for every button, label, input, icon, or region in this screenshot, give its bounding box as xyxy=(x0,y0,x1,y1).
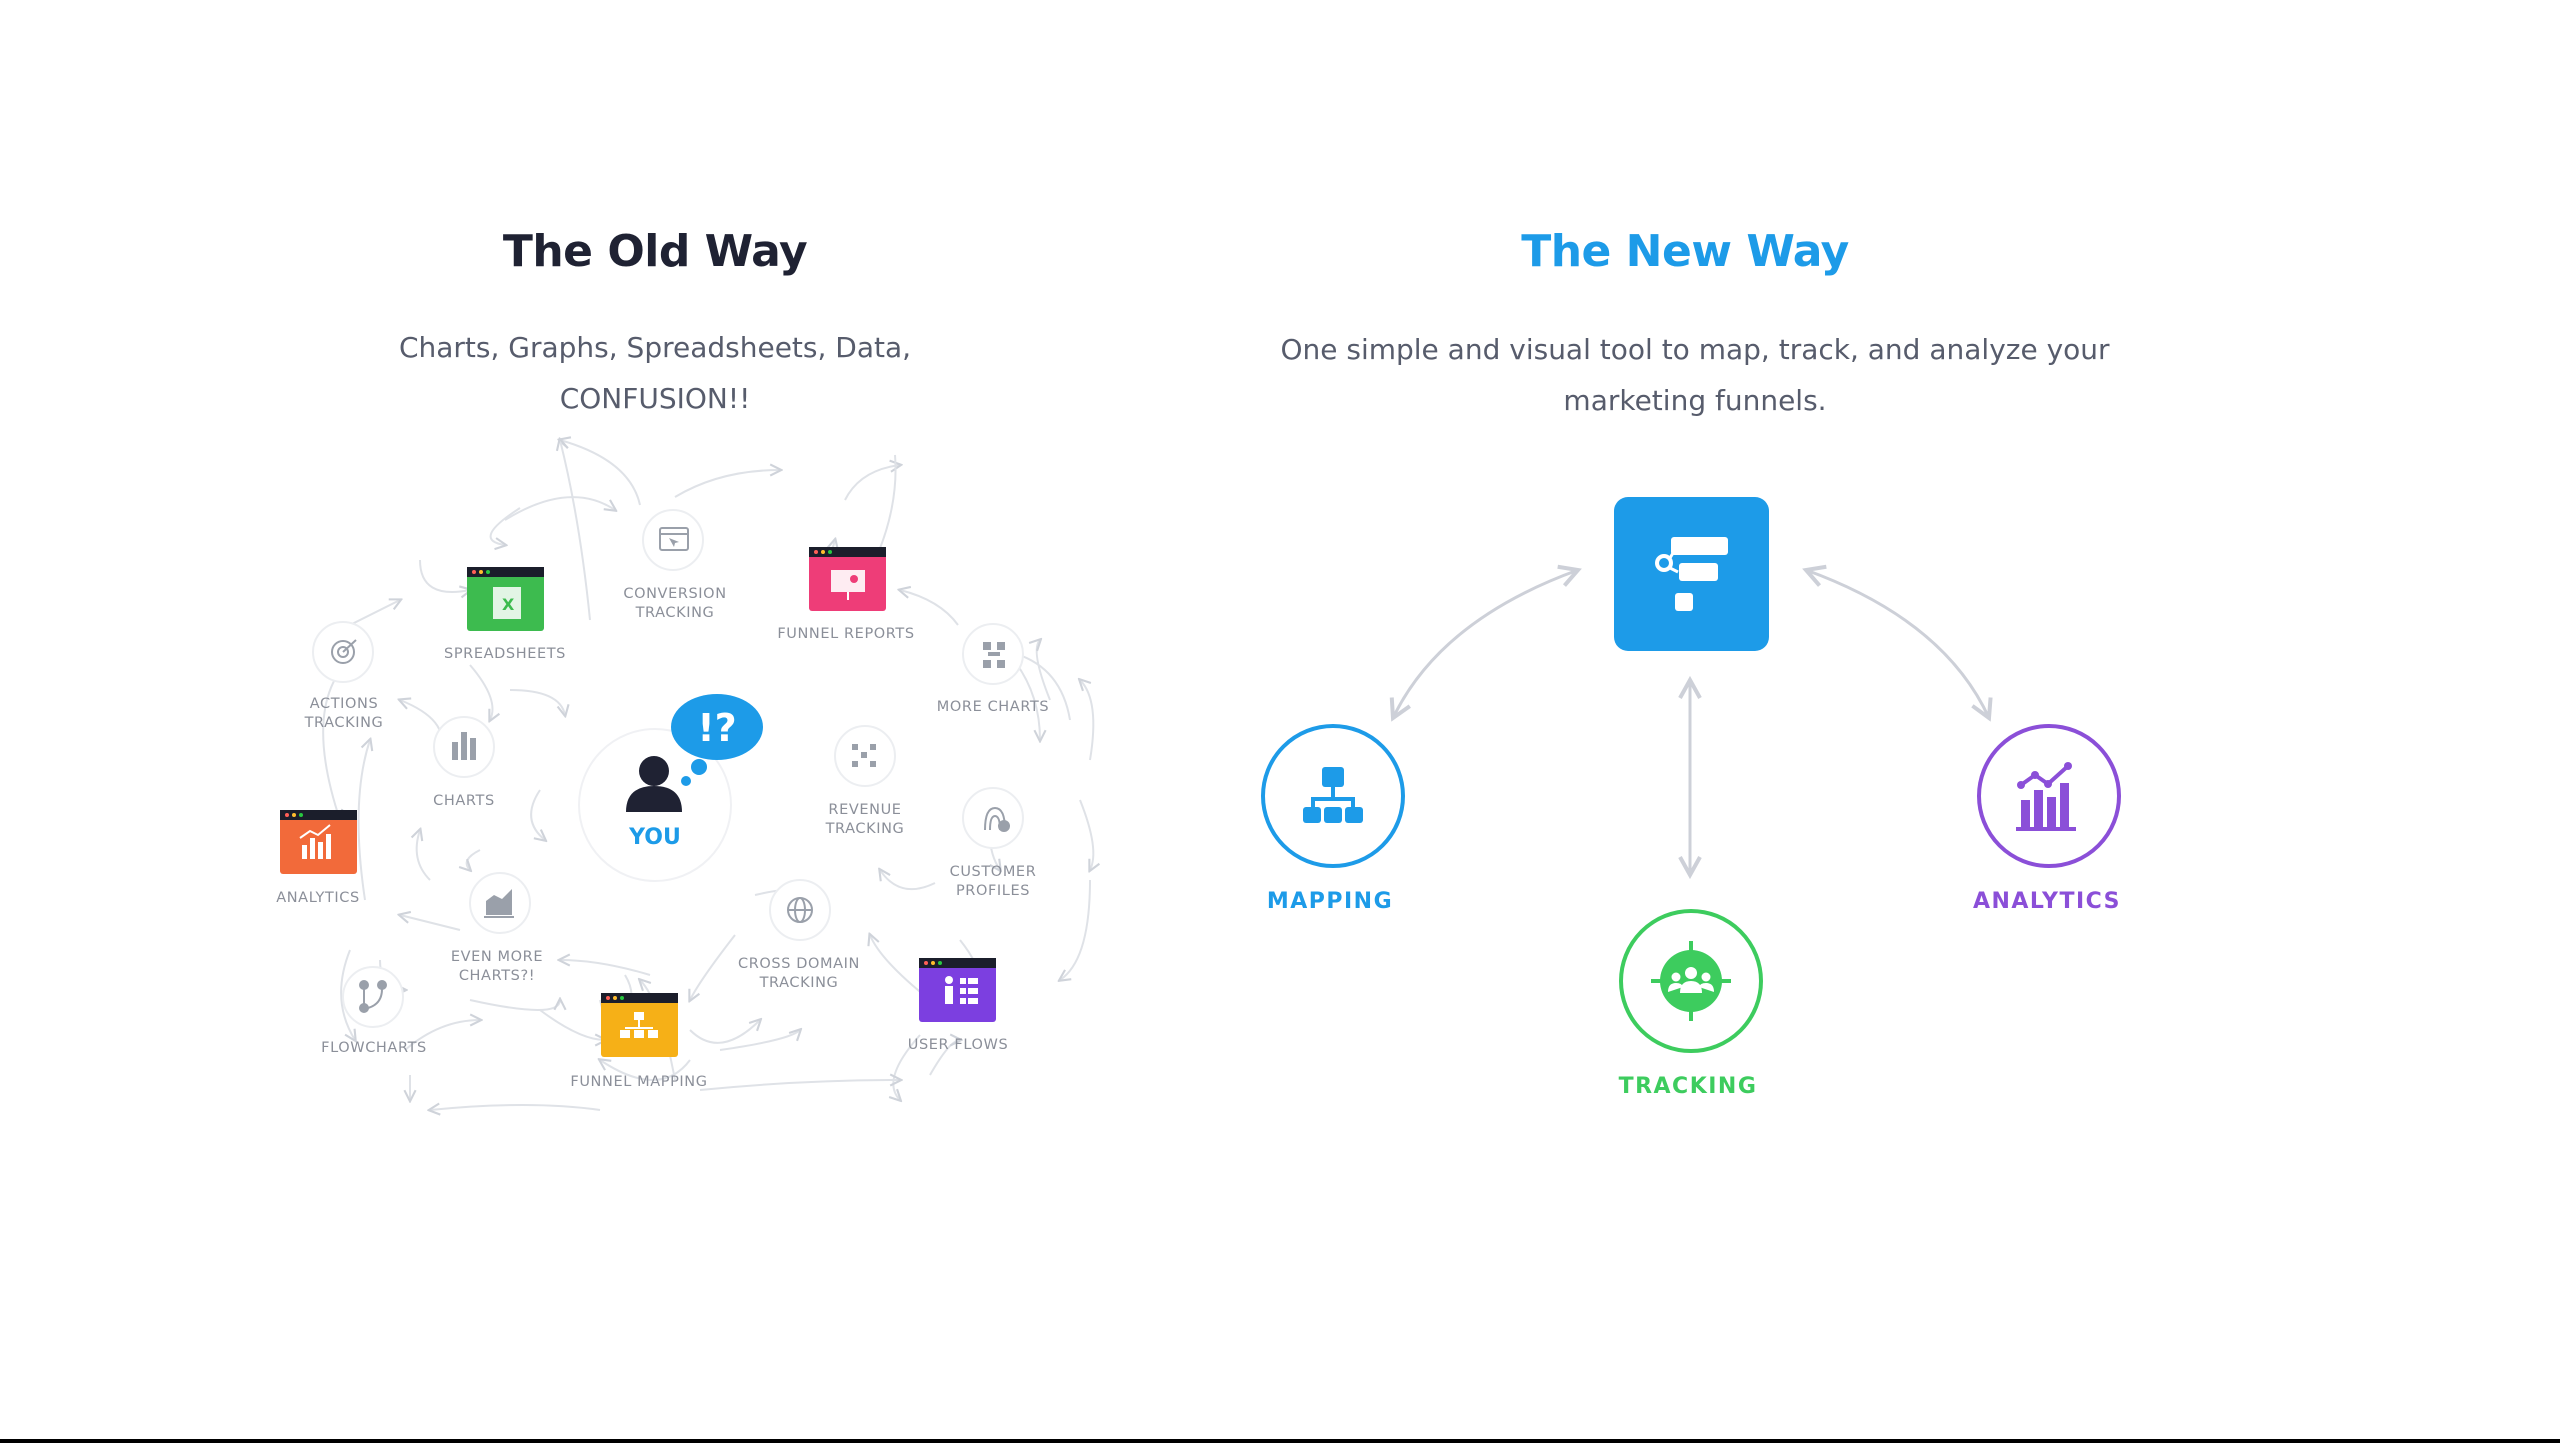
connector-tool-mapping xyxy=(1393,570,1578,718)
spreadsheet-app-icon: X xyxy=(467,567,544,631)
old-way-subtitle: Charts, Graphs, Spreadsheets, Data, CONF… xyxy=(385,322,925,424)
node-label-more-charts: MORE CHARTS xyxy=(937,699,1049,715)
node-label-customer-line-2: PROFILES xyxy=(956,883,1030,899)
funnel-mapping-app-icon xyxy=(601,993,678,1057)
old-way-title: The Old Way xyxy=(502,226,808,277)
new-way-connectors xyxy=(1393,570,1989,875)
browser-click-icon xyxy=(659,527,689,551)
node-label-funnel-reports: FUNNEL REPORTS xyxy=(777,626,914,642)
funnel-tool-icon xyxy=(1655,537,1728,611)
person-icon xyxy=(626,756,682,812)
thought-bubble-text: !? xyxy=(697,706,736,750)
analytics-app-icon xyxy=(280,810,357,874)
new-way-subtitle: One simple and visual tool to map, track… xyxy=(1255,324,2135,426)
mapping-feature: MAPPING xyxy=(1261,724,1405,914)
node-label-even-more-line-1: EVEN MORE xyxy=(451,949,543,965)
old-way-subtitle-line-2: CONFUSION!! xyxy=(559,382,751,415)
fingerprint-icon xyxy=(984,806,1010,832)
crosshair-team-icon xyxy=(1651,941,1731,1021)
node-label-revenue-line-2: TRACKING xyxy=(825,821,905,837)
old-way-node-labels: CONVERSION TRACKING SPREADSHEETS FUNNEL … xyxy=(276,586,1049,1090)
node-label-even-more-line-2: CHARTS?! xyxy=(459,968,535,984)
node-label-flowcharts: FLOWCHARTS xyxy=(321,1040,427,1056)
new-way-diagram: MAPPING ANALYTICS xyxy=(1261,497,2121,1099)
analytics-label: ANALYTICS xyxy=(1973,889,2121,914)
tracking-feature: TRACKING xyxy=(1619,909,1763,1099)
node-label-revenue-line-1: REVENUE xyxy=(828,802,901,818)
node-label-user-flows: USER FLOWS xyxy=(908,1037,1009,1053)
funnel-reports-app-icon xyxy=(809,547,886,611)
node-label-analytics: ANALYTICS xyxy=(276,890,360,906)
node-label-charts: CHARTS xyxy=(433,793,495,809)
target-icon xyxy=(331,639,357,664)
new-way-title: The New Way xyxy=(1521,226,1849,277)
old-way-diagram: X xyxy=(276,440,1093,1110)
node-label-cross-domain-line-2: TRACKING xyxy=(759,975,839,991)
analytics-chart-icon xyxy=(2016,762,2076,831)
connector-tool-analytics xyxy=(1806,570,1989,718)
new-way-subtitle-line-2: marketing funnels. xyxy=(1563,384,1827,417)
nodes-link-icon xyxy=(983,642,1005,668)
node-label-conversion-line-2: TRACKING xyxy=(635,605,715,621)
node-label-customer-line-1: CUSTOMER xyxy=(950,864,1037,880)
tracking-label: TRACKING xyxy=(1619,1074,1758,1099)
you-center: !? YOU xyxy=(578,694,763,882)
mapping-label: MAPPING xyxy=(1267,889,1393,914)
bottom-edge-bar xyxy=(0,1439,2560,1443)
node-label-conversion-line-1: CONVERSION xyxy=(623,586,726,602)
sitemap-icon xyxy=(1303,767,1363,823)
you-label: YOU xyxy=(628,825,681,850)
node-label-actions-line-2: TRACKING xyxy=(304,715,384,731)
new-way-subtitle-line-1: One simple and visual tool to map, track… xyxy=(1280,333,2110,366)
node-label-funnel-mapping: FUNNEL MAPPING xyxy=(570,1074,707,1090)
node-label-actions-line-1: ACTIONS xyxy=(310,696,379,712)
flowchart-icon xyxy=(359,980,387,1013)
node-label-cross-domain-line-1: CROSS DOMAIN xyxy=(738,956,860,972)
funnel-tool-tile xyxy=(1614,497,1769,651)
bar-chart-icon xyxy=(452,732,476,760)
old-way-subtitle-line-1: Charts, Graphs, Spreadsheets, Data, xyxy=(398,331,912,364)
scatter-icon xyxy=(852,744,876,767)
svg-text:X: X xyxy=(502,595,515,614)
analytics-feature: ANALYTICS xyxy=(1973,724,2121,914)
globe-icon xyxy=(787,897,813,923)
node-label-spreadsheets: SPREADSHEETS xyxy=(444,646,566,662)
thought-bubble-icon: !? xyxy=(671,694,763,786)
area-chart-icon xyxy=(484,889,514,918)
user-flows-app-icon xyxy=(919,958,996,1022)
